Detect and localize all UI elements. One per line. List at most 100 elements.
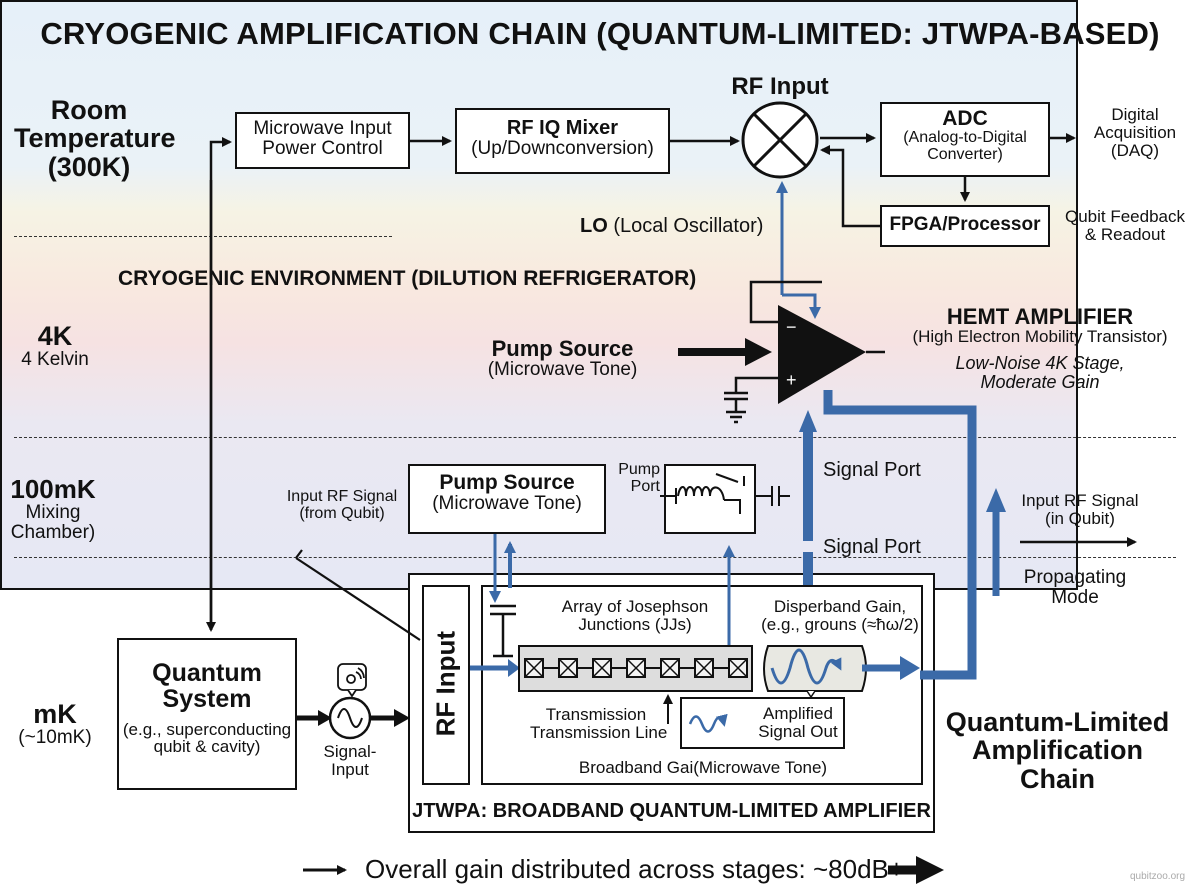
- transmission-line-label: Transmission Transmission Line: [530, 705, 668, 742]
- rf-input-label: RF Input: [731, 73, 829, 100]
- signal-port-label-2: Signal Port: [823, 536, 921, 558]
- daq-line1: Digital: [1111, 105, 1159, 124]
- quantum-system-title2: System: [162, 685, 252, 714]
- propagating-line1: Propagating: [1023, 567, 1127, 588]
- adc-line1: (Analog-to-Digital: [903, 129, 1027, 147]
- feedback-line2: & Readout: [1084, 224, 1166, 244]
- hemt-title: HEMT AMPLIFIER: [946, 304, 1134, 329]
- hemt-wiring: [724, 280, 885, 424]
- signal-input-label: Signal- Input: [315, 743, 385, 779]
- quantum-system-sub2: qubit & cavity): [153, 737, 261, 757]
- pump-source-100mk-box[interactable]: [408, 464, 606, 534]
- transmission-line1: Transmission: [545, 705, 647, 724]
- power-control-label: Microwave Input Power Control: [235, 119, 410, 159]
- pump-port-coupler-icon: [660, 473, 790, 514]
- feedback-label: Qubit Feedback & Readout: [1055, 208, 1195, 244]
- signal-input-line2: Input: [331, 759, 369, 779]
- input-rf-from-qubit-line: [295, 549, 421, 641]
- pump-source-100mk-label: Pump Source (Microwave Tone): [408, 471, 606, 515]
- adc-line2: Converter): [927, 145, 1003, 163]
- pump-4k-title: Pump Source: [491, 336, 634, 361]
- power-control-feed-line: [209, 137, 232, 630]
- hemt-note2: Moderate Gain: [980, 371, 1100, 392]
- transmission-line2: Transmission Line: [530, 722, 668, 742]
- input-rf-from-line1: Input RF Signal: [286, 488, 398, 505]
- wireless-qubit-icon: [337, 663, 367, 698]
- jtwpa-capacitor-icon: [490, 604, 516, 658]
- fpga-label: FPGA/Processor: [889, 214, 1041, 235]
- signal-path-blue: [799, 390, 1006, 680]
- mixer-symbol-icon[interactable]: [741, 101, 819, 179]
- quantum-system-box[interactable]: [117, 638, 297, 790]
- disperband-gain-label: Disperband Gain, (e.g., grouns (≈ħω/2): [760, 598, 920, 634]
- pump-100mk-title: Pump Source: [439, 471, 575, 494]
- jtwpa-footer-label: JTWPA: BROADBAND QUANTUM-LIMITED AMPLIFI…: [412, 800, 931, 822]
- daq-label: Digital Acquisition (DAQ): [1080, 106, 1190, 160]
- lo-rest: (Local Oscillator): [613, 215, 764, 237]
- amplified-wave-icon: [688, 713, 728, 733]
- stage-divider-100mk-mk: [14, 557, 1176, 558]
- fpga-box[interactable]: [880, 205, 1050, 247]
- array-josephson-label: Array of Josephson Junctions (JJs): [540, 598, 730, 634]
- power-control-line2: Power Control: [262, 137, 383, 159]
- stage-4k-label: 4K 4 Kelvin: [10, 322, 100, 370]
- rf-input-vertical-box[interactable]: [422, 585, 470, 785]
- array-line2: Junctions (JJs): [578, 614, 692, 634]
- chain-line2: Amplification: [971, 735, 1143, 766]
- fpga-feedback-arrow: [820, 145, 880, 228]
- iq-mixer-sub: (Up/Downconversion): [471, 138, 654, 159]
- dispersive-gain-capsule-icon: [763, 645, 867, 699]
- quantum-system-title1: Quantum: [152, 659, 262, 687]
- pump-100mk-sub: (Microwave Tone): [432, 493, 582, 515]
- signal-input-line1: Signal-: [323, 742, 377, 761]
- stage-4k-name: 4K: [37, 321, 73, 351]
- josephson-junction-icon: [558, 658, 578, 678]
- josephson-junction-icon: [524, 658, 544, 678]
- hemt-note1: Low-Noise 4K Stage,: [955, 352, 1125, 373]
- diagram-title: CRYOGENIC AMPLIFICATION CHAIN (QUANTUM-L…: [40, 16, 1160, 51]
- stage-room-label: Room Temperature (300K): [14, 96, 176, 182]
- overall-gain-footer: Overall gain distributed across stages: …: [365, 854, 905, 884]
- signal-source-icon[interactable]: [297, 696, 410, 740]
- signal-port-label-1: Signal Port: [823, 459, 921, 481]
- pump-port-line2: Port: [630, 477, 660, 495]
- hemt-amplifier-icon[interactable]: − +: [778, 305, 866, 404]
- feedback-line1: Qubit Feedback: [1064, 207, 1185, 226]
- iq-mixer-box[interactable]: [455, 108, 670, 174]
- quantum-system-label: Quantum System (e.g., superconducting qu…: [117, 660, 297, 756]
- josephson-junction-icon: [660, 658, 680, 678]
- power-control-line1: Microwave Input: [253, 118, 392, 139]
- chain-line3: Chain: [1019, 763, 1095, 794]
- hemt-minus-icon: −: [786, 317, 797, 337]
- josephson-junction-icon: [728, 658, 748, 678]
- stage-4k-sub: 4 Kelvin: [21, 349, 89, 371]
- iq-mixer-title: RF IQ Mixer: [506, 117, 619, 139]
- input-rf-in-line1: Input RF Signal: [1021, 491, 1139, 510]
- power-control-box[interactable]: [235, 112, 410, 169]
- lo-bold: LO: [580, 215, 608, 237]
- amplified-signal-label: Amplified Signal Out: [752, 705, 844, 741]
- pump-port-label: Pump Port: [610, 461, 660, 496]
- stage-mk-name: mK: [33, 699, 77, 729]
- josephson-junction-icon: [592, 658, 612, 678]
- amplified-signal-box: [680, 697, 845, 749]
- quantum-limited-chain-label: Quantum-Limited Amplification Chain: [935, 708, 1180, 793]
- chain-line1: Quantum-Limited: [945, 707, 1170, 737]
- stage-divider-4k-100mk: [14, 437, 1176, 438]
- josephson-junction-array: [524, 658, 748, 678]
- input-rf-in-qubit-label: Input RF Signal (in Qubit): [1010, 492, 1150, 528]
- pump-source-4k-label: Pump Source (Microwave Tone): [470, 337, 655, 380]
- iq-mixer-label: RF IQ Mixer (Up/Downconversion): [455, 118, 670, 159]
- propagating-mode-label: Propagating Mode: [1010, 568, 1140, 608]
- stage-room-sub: (300K): [47, 151, 131, 182]
- stage-divider-room-4k: [14, 236, 392, 237]
- input-rf-from-line2: (from Qubit): [299, 504, 385, 522]
- watermark: qubitzoo.org: [1130, 871, 1186, 882]
- input-rf-in-line2: (in Qubit): [1045, 508, 1115, 528]
- josephson-junction-icon: [694, 658, 714, 678]
- amplified-line2: Signal Out: [758, 721, 838, 741]
- adc-box[interactable]: [880, 102, 1050, 177]
- lo-signal-line: [776, 181, 821, 319]
- josephson-junction-icon: [626, 658, 646, 678]
